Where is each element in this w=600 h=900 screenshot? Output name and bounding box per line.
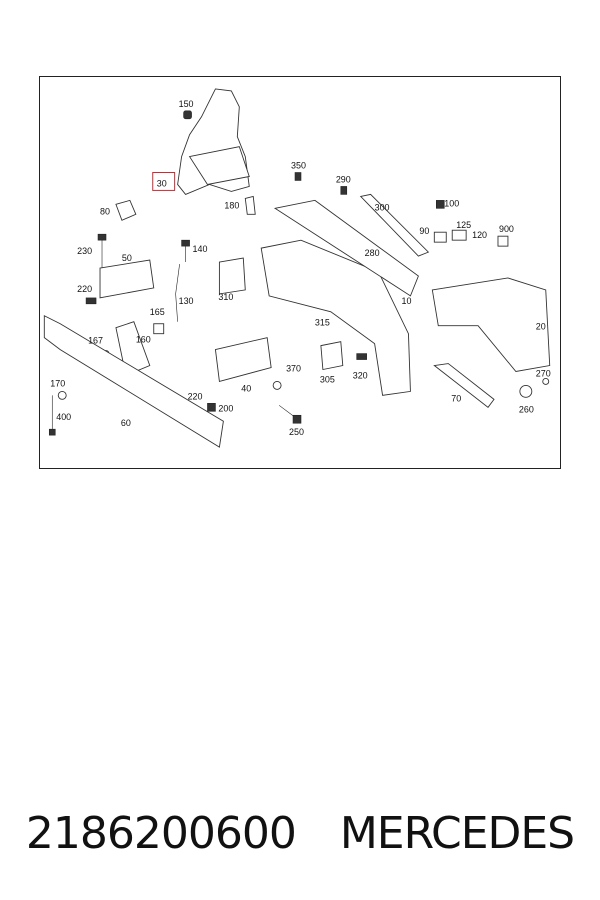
callout-label: 170 <box>50 378 65 388</box>
callout-label: 220 <box>77 284 92 294</box>
part-100 <box>436 200 445 209</box>
callout-label: 290 <box>336 174 351 184</box>
exploded-view-drawing: 150 30 180 350 290 300 100 80 140 230 50… <box>43 88 551 448</box>
callout-label: 120 <box>472 230 487 240</box>
callout-label: 370 <box>286 363 301 373</box>
callout-label: 165 <box>150 307 165 317</box>
callout-label: 140 <box>193 244 208 254</box>
part-310 <box>218 257 246 295</box>
part-260 <box>519 384 533 398</box>
callout-label: 150 <box>179 99 194 109</box>
callout-label: 30 <box>157 178 167 188</box>
callout-label: 167 <box>88 336 103 346</box>
callout-label: 260 <box>519 404 534 414</box>
callout-label: 100 <box>444 198 459 208</box>
part-90 <box>433 231 447 243</box>
part-250-bolt <box>278 405 302 424</box>
part-300-trim <box>359 193 430 257</box>
callout-label: 230 <box>77 246 92 256</box>
callout-label: 50 <box>122 253 132 263</box>
part-20-side-frame <box>431 277 551 372</box>
part-280-panel <box>273 199 419 297</box>
part-60-bumper-beam <box>43 315 224 448</box>
callout-label: 10 <box>401 296 411 306</box>
callout-label: 20 <box>536 322 546 332</box>
part-150-mount <box>183 110 192 120</box>
part-200-bolt <box>207 403 216 412</box>
part-70 <box>433 363 495 408</box>
callout-label: 200 <box>218 403 233 413</box>
part-80 <box>115 199 137 221</box>
part-40-bracket <box>214 337 272 383</box>
part-120 <box>451 229 467 241</box>
callout-label: 320 <box>353 370 368 380</box>
callout-label: 900 <box>499 224 514 234</box>
highlight-box <box>152 172 176 191</box>
part-140-bolt <box>181 239 190 263</box>
part-370 <box>272 380 282 390</box>
callout-label: 270 <box>536 368 551 378</box>
part-305 <box>320 341 344 371</box>
callout-label: 180 <box>224 200 239 210</box>
callout-label: 280 <box>365 248 380 258</box>
brand-name: MERCEDES <box>339 807 575 859</box>
part-230-bolt <box>97 233 107 271</box>
part-caption: 2186200600 MERCEDES <box>0 798 600 868</box>
callout-label: 70 <box>451 393 461 403</box>
callout-label: 125 <box>456 220 471 230</box>
part-10-crossmember <box>260 239 411 396</box>
callout-label: 220 <box>188 391 203 401</box>
callout-label: 305 <box>320 374 335 384</box>
callout-label: 130 <box>179 296 194 306</box>
part-320 <box>356 353 367 360</box>
callout-label: 350 <box>291 161 306 171</box>
part-130-rod <box>175 264 180 322</box>
callout-label: 250 <box>289 427 304 437</box>
part-165 <box>153 323 165 335</box>
part-30-bracket <box>152 88 250 195</box>
callout-label: 315 <box>315 318 330 328</box>
callout-label: 80 <box>100 206 110 216</box>
part-400-stud <box>48 395 56 436</box>
callout-label: 40 <box>241 383 251 393</box>
part-50-bracket <box>99 259 155 299</box>
part-900 <box>497 235 509 247</box>
part-270 <box>542 378 550 385</box>
callout-label: 400 <box>56 412 71 422</box>
part-170-bolt <box>57 390 67 400</box>
part-350 <box>294 172 302 181</box>
callout-label: 160 <box>136 335 151 345</box>
callout-label: 60 <box>121 418 131 428</box>
callout-label: 90 <box>419 226 429 236</box>
parts-diagram: 150 30 180 350 290 300 100 80 140 230 50… <box>39 76 561 469</box>
part-number: 2186200600 <box>25 807 297 859</box>
part-180 <box>244 195 256 215</box>
part-220-clip <box>85 297 97 305</box>
part-290 <box>340 186 348 195</box>
callout-label: 300 <box>375 202 390 212</box>
callout-label: 310 <box>218 292 233 302</box>
